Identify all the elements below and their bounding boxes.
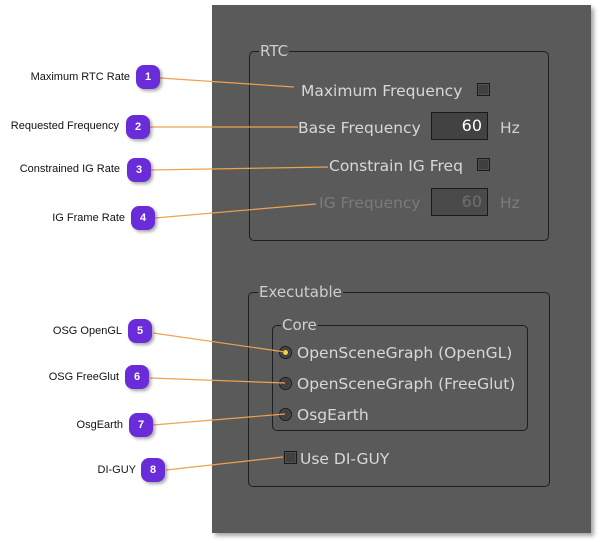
- maximum-frequency-label: Maximum Frequency: [301, 82, 463, 100]
- core-option-osgearth-label[interactable]: OsgEarth: [297, 406, 369, 424]
- rtc-group: RTC: [249, 42, 549, 241]
- core-option-osgearth-radio[interactable]: [279, 408, 292, 421]
- callout-text-5: OSG OpenGL: [52, 325, 122, 337]
- base-frequency-unit: Hz: [500, 119, 520, 137]
- ig-frequency-input[interactable]: 60: [431, 188, 488, 216]
- callout-badge-4: 4: [131, 206, 155, 230]
- callout-text-2: Requested Frequency: [10, 120, 119, 132]
- callout-badge-5: 5: [128, 319, 152, 343]
- callout-text-7: OsgEarth: [76, 419, 123, 431]
- callout-badge-1: 1: [136, 65, 160, 89]
- executable-group-title: Executable: [258, 283, 343, 301]
- callout-text-1: Maximum RTC Rate: [30, 71, 130, 83]
- callout-badge-8: 8: [141, 458, 165, 482]
- core-option-freeglut-radio[interactable]: [279, 377, 292, 390]
- use-diguy-checkbox[interactable]: [284, 451, 297, 464]
- core-option-freeglut-label[interactable]: OpenSceneGraph (FreeGlut): [297, 375, 516, 393]
- callout-badge-6: 6: [125, 365, 149, 389]
- core-group: Core: [272, 316, 528, 431]
- ig-frequency-label: IG Frequency: [319, 194, 421, 212]
- base-frequency-label: Base Frequency: [298, 119, 421, 137]
- radio-selected-dot: [283, 350, 288, 355]
- core-option-opengl-radio[interactable]: [279, 346, 292, 359]
- core-option-opengl-label[interactable]: OpenSceneGraph (OpenGL): [297, 344, 513, 362]
- base-frequency-input[interactable]: 60: [431, 112, 488, 140]
- callout-text-8: DI-GUY: [97, 464, 137, 476]
- callout-badge-2: 2: [126, 115, 150, 139]
- maximum-frequency-checkbox[interactable]: [477, 83, 490, 96]
- callout-text-3: Constrained IG Rate: [19, 163, 120, 175]
- callout-text-6: OSG FreeGlut: [48, 371, 119, 383]
- callout-badge-7: 7: [129, 413, 153, 437]
- rtc-group-title: RTC: [259, 42, 290, 60]
- use-diguy-label: Use DI-GUY: [300, 450, 390, 468]
- settings-panel: RTC Maximum Frequency Base Frequency 60 …: [212, 5, 591, 533]
- executable-group: Executable: [248, 283, 550, 487]
- constrain-ig-freq-checkbox[interactable]: [477, 158, 490, 171]
- callout-badge-3: 3: [127, 158, 151, 182]
- core-group-title: Core: [281, 316, 318, 334]
- ig-frequency-unit: Hz: [500, 194, 520, 212]
- constrain-ig-freq-label: Constrain IG Freq: [329, 157, 463, 175]
- callout-text-4: IG Frame Rate: [52, 212, 125, 224]
